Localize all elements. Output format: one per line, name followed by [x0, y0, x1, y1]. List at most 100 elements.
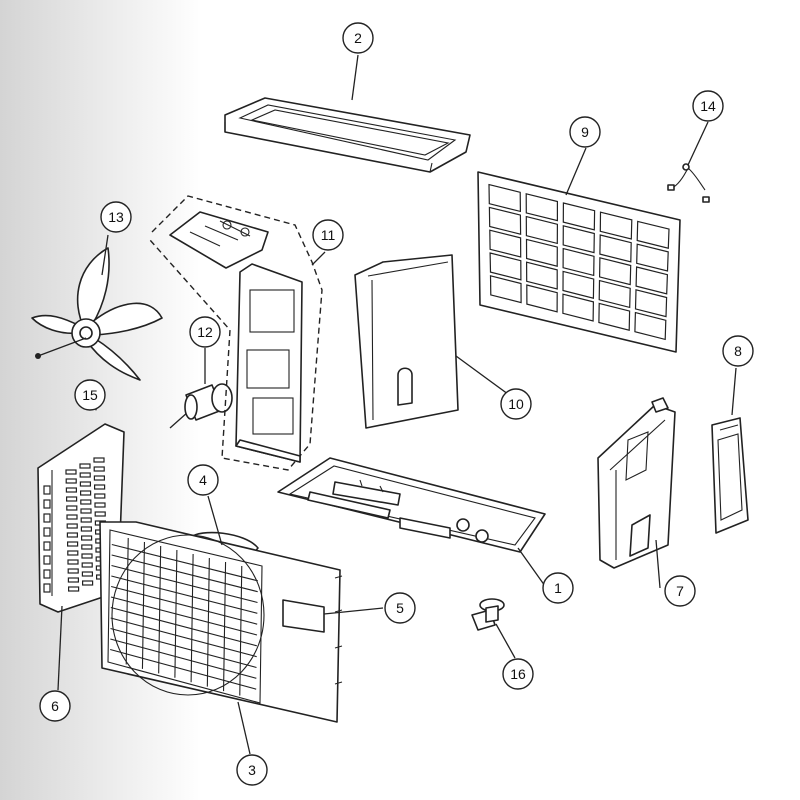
callout-label-1: 1 — [554, 580, 562, 596]
side-grille-slot — [79, 472, 91, 478]
side-grille-slot — [43, 485, 51, 495]
side-grille-slot — [66, 532, 79, 538]
front-grille-bar — [110, 606, 257, 647]
grille-cell — [634, 289, 668, 318]
fan-motor-part — [169, 383, 233, 429]
side-grille-slot — [93, 457, 105, 463]
callout-label-13: 13 — [108, 209, 124, 225]
side-grille-slot — [79, 481, 92, 487]
grille-cell — [525, 261, 558, 290]
callout-3: 3 — [236, 754, 268, 786]
callout-label-14: 14 — [700, 98, 716, 114]
drain-joint-part — [471, 598, 505, 631]
side-grille-slot — [93, 466, 105, 472]
callout-16: 16 — [502, 658, 534, 690]
side-grille-slot — [67, 550, 79, 556]
callout-label-15: 15 — [82, 387, 98, 403]
front-grille-bar — [110, 596, 258, 636]
side-grille-slot — [80, 499, 92, 505]
front-grille-bar — [110, 638, 257, 679]
nameplate-part — [282, 599, 325, 633]
front-grille-bar — [111, 585, 258, 625]
callout-6: 6 — [39, 690, 71, 722]
front-grille-bar — [111, 554, 258, 593]
front-grille-bar — [110, 617, 257, 658]
side-grille-slot — [66, 505, 78, 511]
top-cover-part — [224, 97, 471, 173]
side-grille-slot — [66, 541, 79, 547]
side-grille-slot — [43, 499, 51, 509]
side-grille-slot — [43, 583, 51, 593]
callout-label-3: 3 — [248, 762, 256, 778]
grille-cell — [636, 243, 669, 272]
side-grille-slot — [93, 484, 106, 490]
side-grille-slot — [81, 580, 94, 586]
callout-8: 8 — [722, 335, 754, 367]
side-grille-slot — [80, 517, 92, 523]
side-grille-slot — [93, 475, 106, 481]
callout-15: 15 — [74, 379, 106, 411]
callout-11: 11 — [312, 219, 344, 251]
side-panel-part — [597, 397, 676, 569]
callout-4: 4 — [187, 464, 219, 496]
grille-cell — [599, 234, 632, 263]
side-grille-slot — [67, 577, 80, 583]
side-grille-slot — [79, 463, 91, 469]
side-grille-slot — [80, 526, 93, 532]
grille-cell — [489, 275, 522, 304]
side-grille-slot — [67, 568, 79, 574]
handle-part — [711, 417, 749, 534]
side-grille-slot — [94, 511, 106, 517]
callout-13: 13 — [100, 201, 132, 233]
callout-12: 12 — [189, 316, 221, 348]
grille-cell — [562, 202, 596, 231]
front-grille-bar — [110, 627, 257, 669]
callout-5: 5 — [384, 592, 416, 624]
callout-label-8: 8 — [734, 343, 742, 359]
leader-lines — [57, 54, 737, 755]
grille-cell — [599, 211, 633, 240]
side-grille-slot — [66, 514, 78, 520]
callout-2: 2 — [342, 22, 374, 54]
callout-label-5: 5 — [396, 600, 404, 616]
callout-label-16: 16 — [510, 666, 526, 682]
grille-cell — [562, 270, 595, 299]
grille-cell — [488, 206, 522, 235]
callout-label-9: 9 — [581, 124, 589, 140]
side-grille-slot — [43, 541, 51, 551]
side-grille-slot — [65, 496, 78, 502]
callout-label-12: 12 — [197, 324, 213, 340]
rear-grille-part — [477, 171, 681, 353]
side-grille-slot — [81, 553, 93, 559]
side-grille-slot — [43, 569, 51, 579]
grille-cell — [562, 293, 595, 322]
callout-9: 9 — [569, 116, 601, 148]
grille-cell — [526, 284, 558, 313]
side-grille-slot — [65, 487, 78, 493]
callout-1: 1 — [542, 572, 574, 604]
sensor-wire-part — [667, 163, 710, 203]
grille-cell — [489, 229, 522, 258]
callout-label-6: 6 — [51, 698, 59, 714]
grille-cell — [525, 193, 559, 222]
grille-cell — [562, 247, 595, 277]
callout-7: 7 — [664, 575, 696, 607]
grille-cell — [525, 238, 558, 267]
side-grille-slot — [94, 502, 106, 508]
grille-cell — [635, 266, 669, 295]
grille-cell — [598, 279, 631, 309]
callout-14: 14 — [692, 90, 724, 122]
side-grille-slot — [81, 562, 93, 568]
side-grille-slot — [79, 490, 92, 496]
front-panel-part — [99, 521, 343, 723]
fan-blade-part — [31, 247, 163, 381]
partition-plate-part — [354, 254, 459, 429]
grille-cell — [636, 220, 670, 249]
side-grille-slot — [80, 508, 92, 514]
grille-cell — [634, 311, 667, 341]
side-grille-slot — [65, 469, 77, 475]
grille-cell — [489, 252, 522, 281]
side-grille-slot — [66, 523, 78, 529]
grille-cell — [598, 257, 632, 286]
